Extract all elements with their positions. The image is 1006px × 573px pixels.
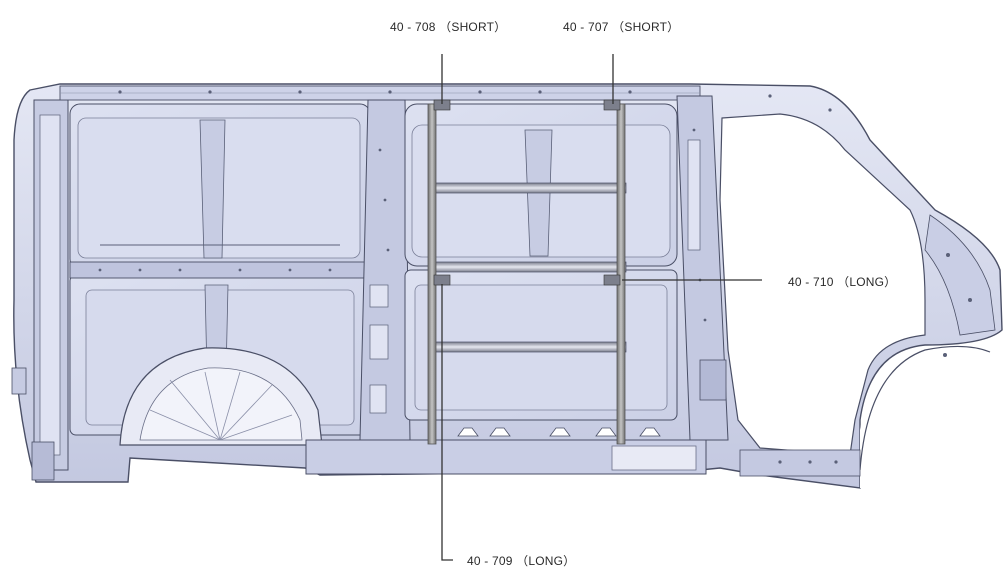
front-window-opening bbox=[719, 113, 926, 456]
rear-wheel-arch bbox=[119, 347, 323, 446]
leader-lines bbox=[441, 54, 762, 561]
rocker-sill bbox=[305, 427, 861, 477]
center-pillar bbox=[359, 99, 411, 441]
callout-label-709: 40 - 709 （LONG） bbox=[467, 554, 576, 568]
rear-pillar bbox=[11, 99, 69, 481]
callout-label-710: 40 - 710 （LONG） bbox=[788, 275, 897, 289]
vertical-rails bbox=[427, 99, 626, 445]
callout-label-708: 40 - 708 （SHORT） bbox=[390, 20, 507, 34]
roof-rail bbox=[59, 85, 701, 101]
door-frame-pillar bbox=[676, 95, 729, 441]
front-wheel-arch bbox=[860, 345, 1002, 488]
fastener-holes bbox=[98, 90, 972, 464]
callout-label-707: 40 - 707 （SHORT） bbox=[563, 20, 680, 34]
leader-709 bbox=[441, 284, 453, 561]
